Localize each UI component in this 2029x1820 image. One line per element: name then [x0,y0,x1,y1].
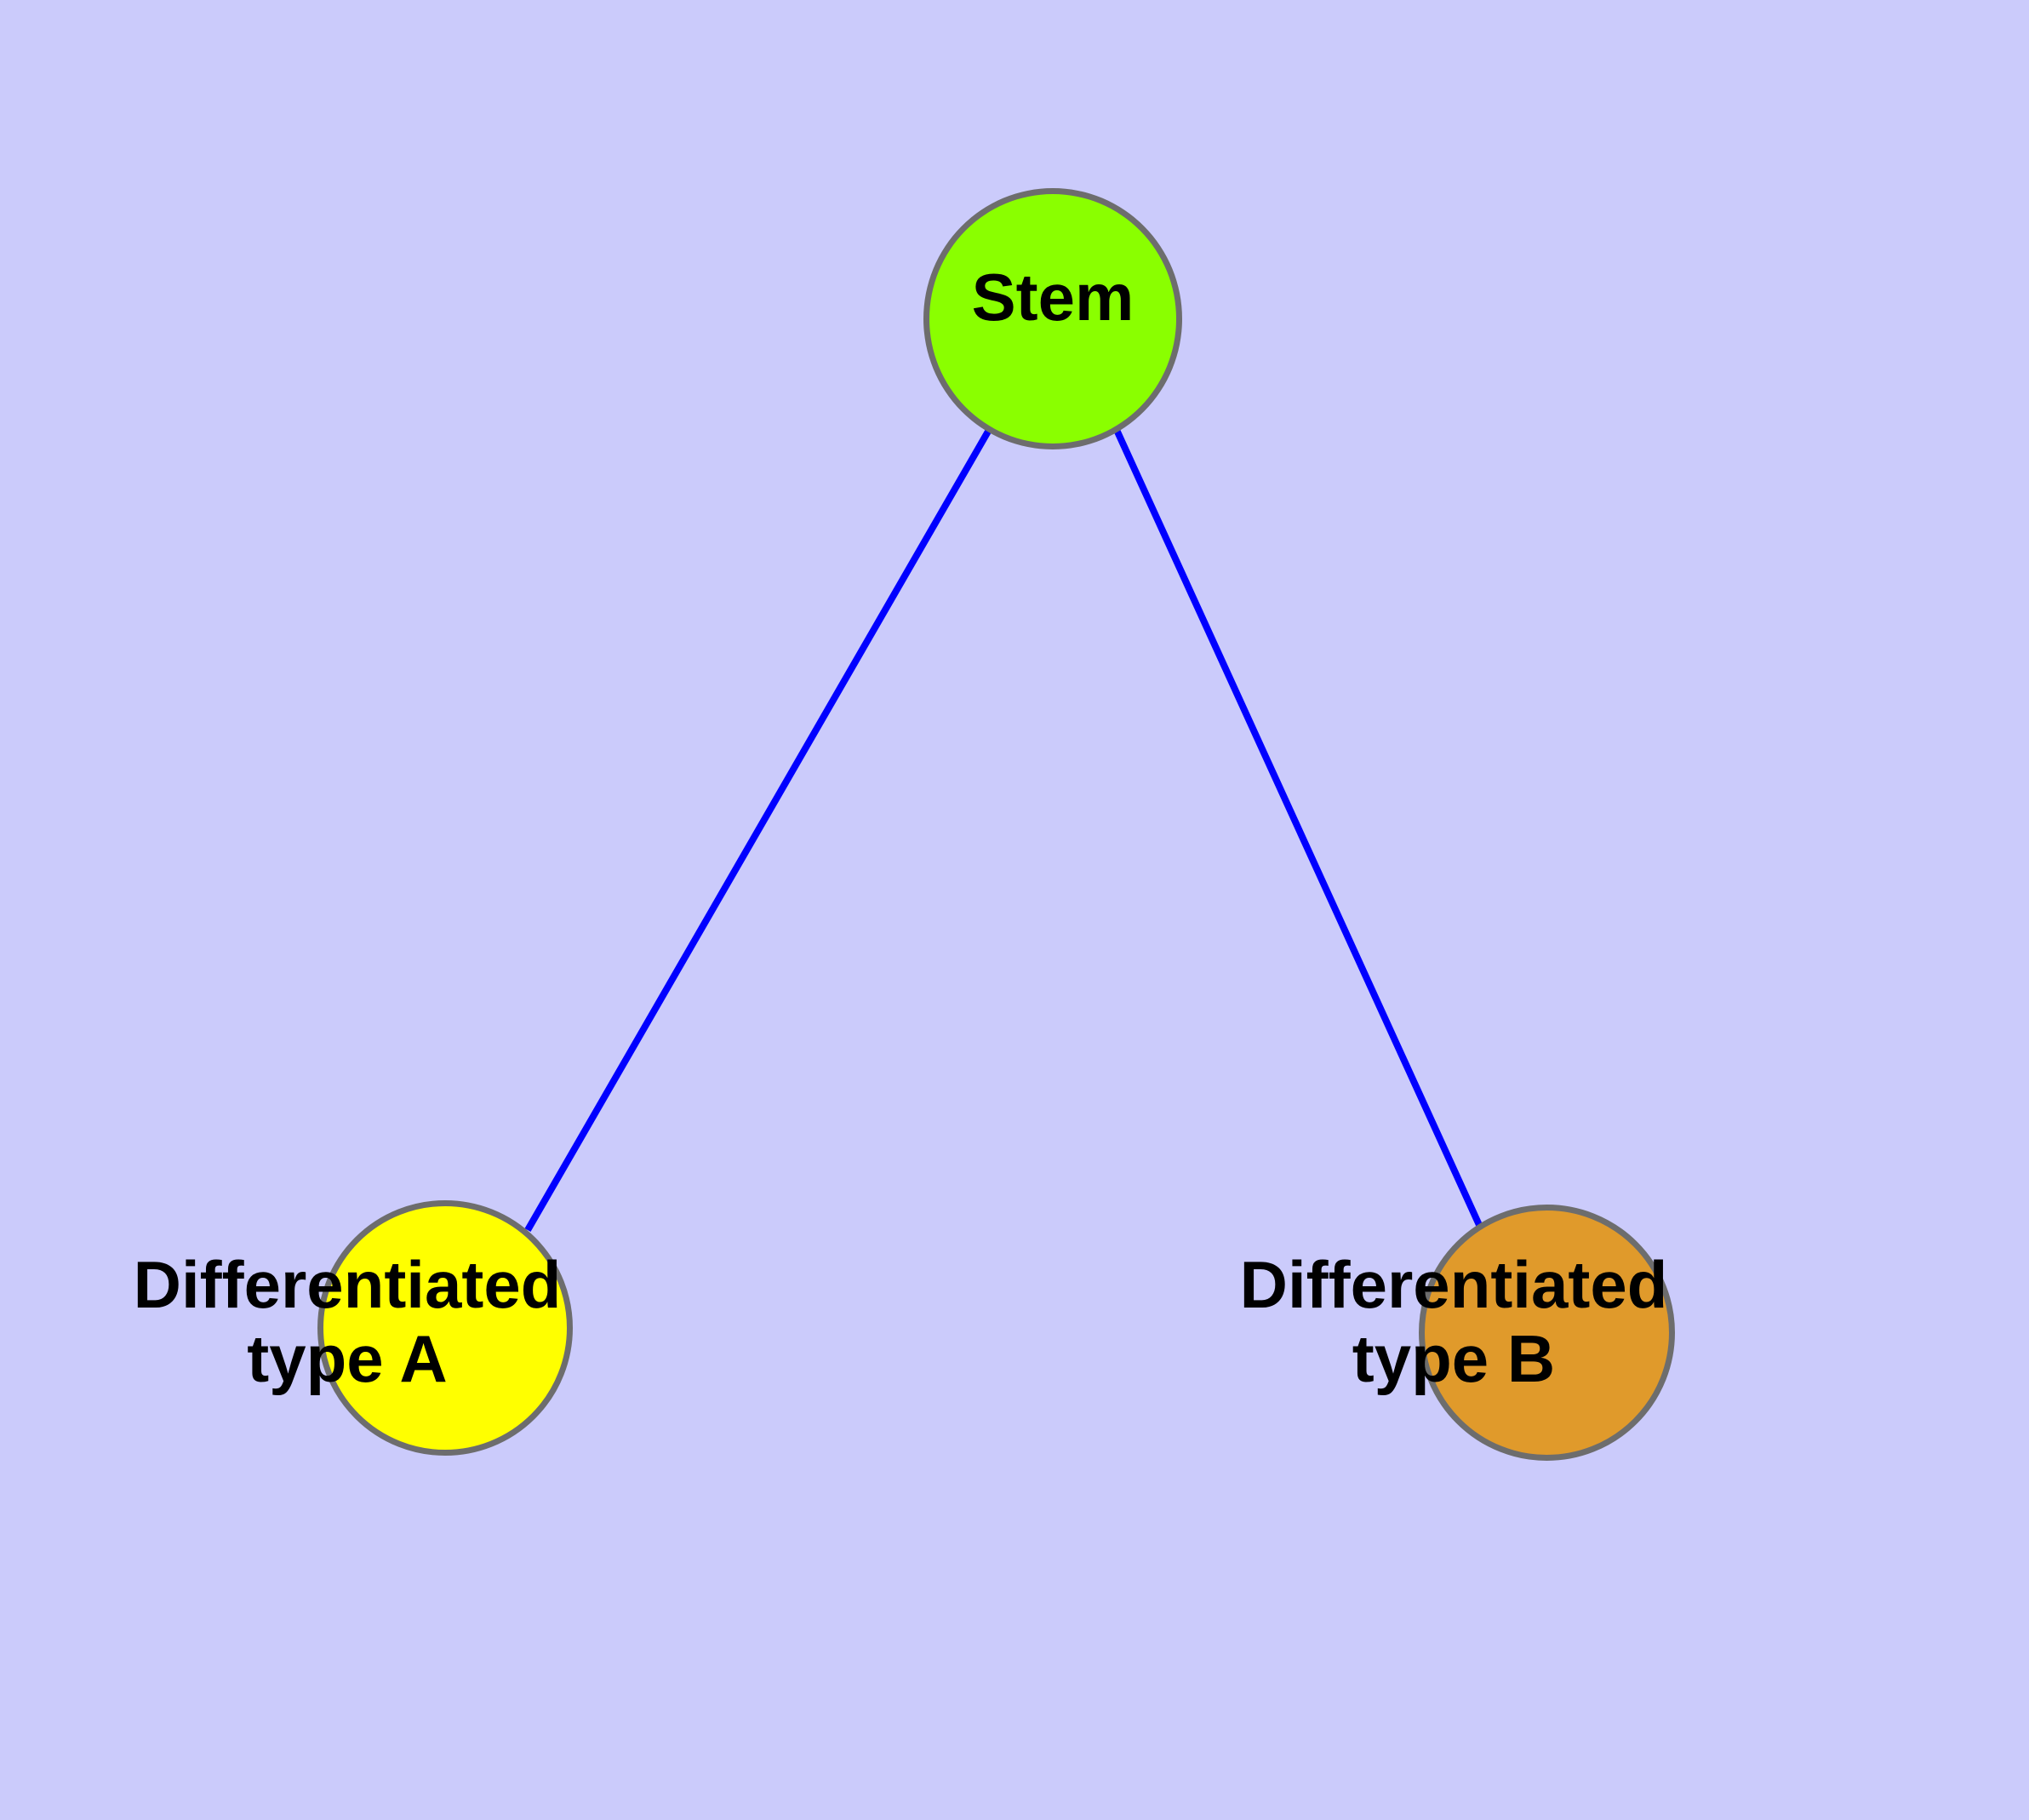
node-differentiated-type-b[interactable] [1419,1205,1675,1461]
edge-stem-to-differentiated-type-b [1113,428,1487,1236]
node-stem[interactable] [923,188,1182,449]
node-differentiated-type-a[interactable] [317,1200,573,1456]
edge-stem-to-differentiated-type-a [524,428,992,1232]
